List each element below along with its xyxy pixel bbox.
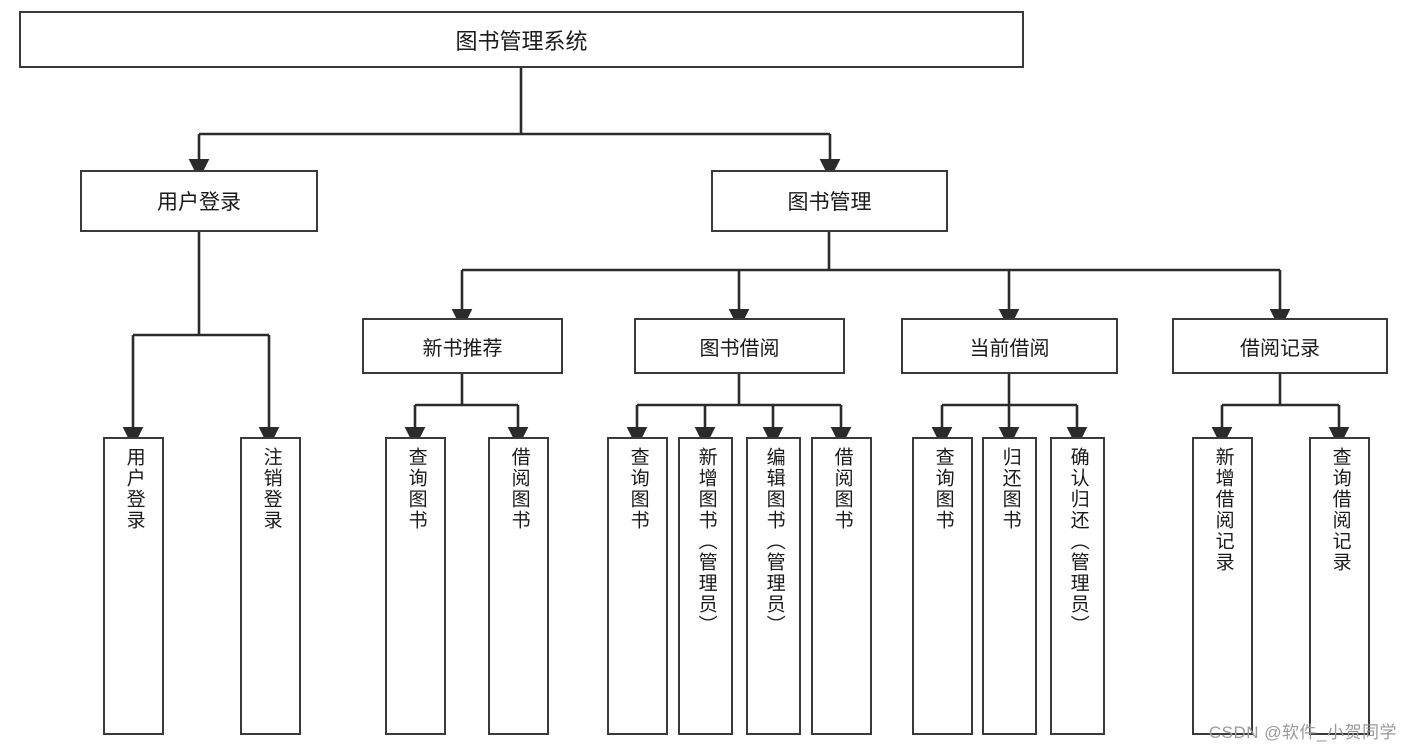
leaf-edit-book-admin-label: 编辑图书（管理员） (763, 447, 785, 636)
leaf-user-login-label: 用户登录 (123, 447, 145, 531)
node-current-borrow[interactable]: 当前借阅 (901, 318, 1118, 374)
leaf-user-login[interactable]: 用户登录 (103, 437, 164, 735)
leaf-borrow-book-label: 借阅图书 (831, 447, 853, 531)
node-root-label: 图书管理系统 (455, 28, 588, 54)
leaf-return-book[interactable]: 归还图书 (982, 437, 1037, 735)
node-current-borrow-label: 当前借阅 (969, 337, 1050, 360)
leaf-recommend-query-book-label: 查询图书 (405, 447, 427, 531)
node-borrow-record[interactable]: 借阅记录 (1172, 318, 1388, 374)
leaf-add-book-admin[interactable]: 新增图书（管理员） (678, 437, 733, 735)
csdn-watermark: CSDN @软件_小贺同学 (1208, 723, 1397, 742)
node-book-management-label: 图书管理 (787, 191, 872, 214)
leaf-confirm-return-admin[interactable]: 确认归还（管理员） (1050, 437, 1105, 735)
node-root[interactable]: 图书管理系统 (19, 11, 1024, 68)
node-new-book-recommend[interactable]: 新书推荐 (362, 318, 563, 374)
leaf-recommend-borrow-book-label: 借阅图书 (508, 447, 530, 531)
leaf-confirm-return-admin-label: 确认归还（管理员） (1067, 447, 1089, 636)
leaf-query-borrow-record-label: 查询借阅记录 (1329, 447, 1351, 573)
node-user-login[interactable]: 用户登录 (80, 170, 318, 232)
leaf-recommend-query-book[interactable]: 查询图书 (385, 437, 446, 735)
leaf-recommend-borrow-book[interactable]: 借阅图书 (488, 437, 549, 735)
leaf-add-borrow-record-label: 新增借阅记录 (1212, 447, 1234, 573)
leaf-borrow-book[interactable]: 借阅图书 (811, 437, 872, 735)
leaf-borrow-query-book[interactable]: 查询图书 (607, 437, 668, 735)
leaf-add-borrow-record[interactable]: 新增借阅记录 (1192, 437, 1253, 735)
leaf-current-query-book-label: 查询图书 (932, 447, 954, 531)
leaf-return-book-label: 归还图书 (999, 447, 1021, 531)
leaf-query-borrow-record[interactable]: 查询借阅记录 (1309, 437, 1370, 735)
node-book-management[interactable]: 图书管理 (711, 170, 948, 232)
node-borrow-record-label: 借阅记录 (1240, 337, 1320, 360)
leaf-logout[interactable]: 注销登录 (240, 437, 301, 735)
leaf-add-book-admin-label: 新增图书（管理员） (695, 447, 717, 636)
node-user-login-label: 用户登录 (157, 191, 241, 214)
leaf-edit-book-admin[interactable]: 编辑图书（管理员） (746, 437, 801, 735)
leaf-borrow-query-book-label: 查询图书 (627, 447, 649, 531)
node-book-borrow[interactable]: 图书借阅 (634, 318, 845, 374)
node-new-book-recommend-label: 新书推荐 (422, 337, 503, 360)
leaf-logout-label: 注销登录 (260, 447, 282, 531)
leaf-current-query-book[interactable]: 查询图书 (912, 437, 973, 735)
node-book-borrow-label: 图书借阅 (699, 337, 780, 360)
